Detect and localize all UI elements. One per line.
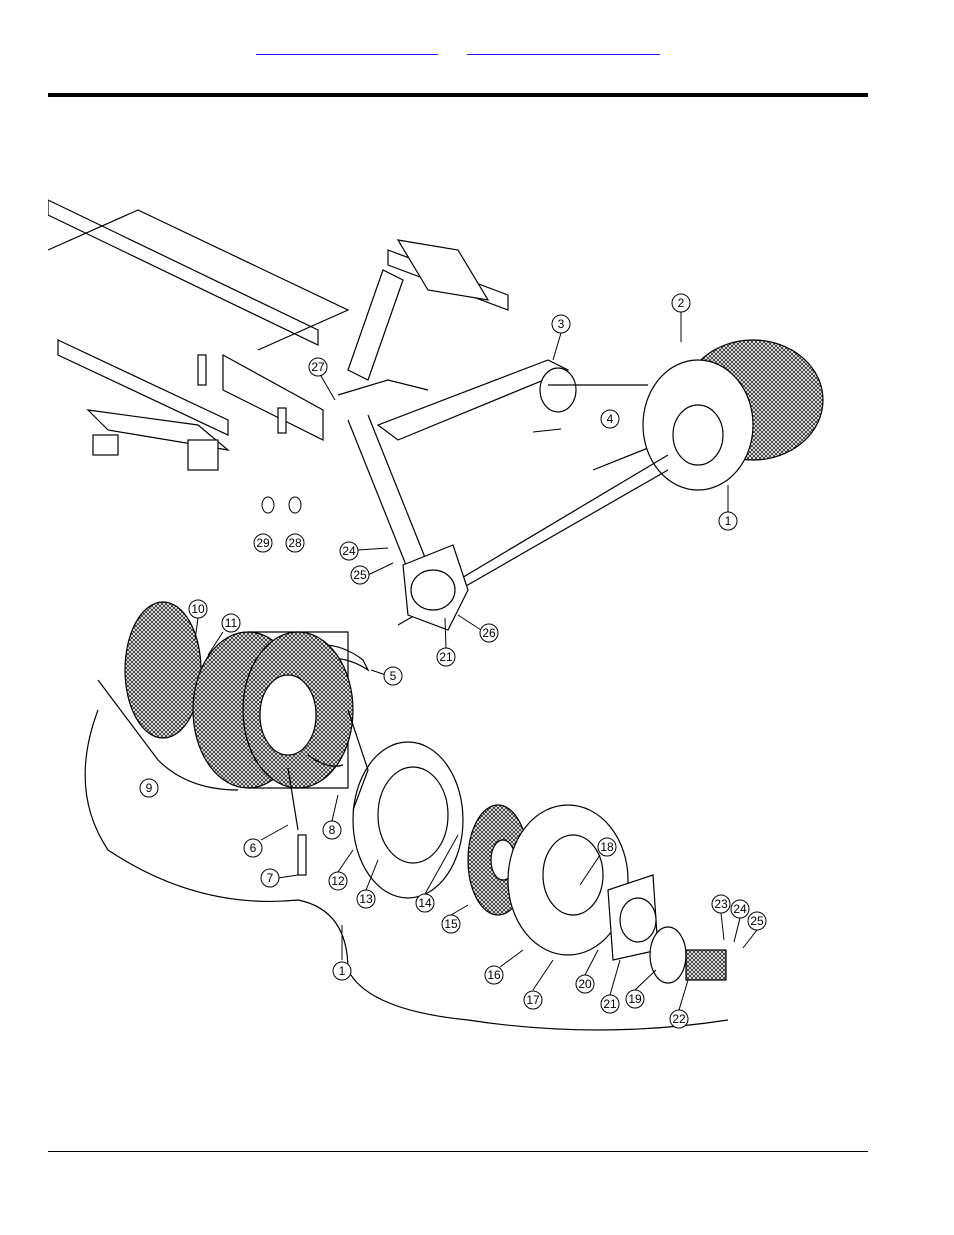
svg-text:4: 4 bbox=[607, 412, 614, 426]
callout-26: 26 bbox=[458, 615, 498, 642]
callout-2: 2 bbox=[672, 294, 690, 342]
callout-28: 28 bbox=[286, 497, 304, 552]
svg-text:26: 26 bbox=[482, 626, 496, 640]
callout-20: 20 bbox=[576, 950, 598, 993]
header-rule bbox=[48, 93, 868, 97]
callout-3: 3 bbox=[552, 315, 570, 360]
header-link-2[interactable] bbox=[467, 40, 660, 55]
callout-23: 23 bbox=[712, 895, 730, 940]
svg-text:1: 1 bbox=[339, 964, 346, 978]
svg-text:29: 29 bbox=[256, 536, 270, 550]
drawing-linework bbox=[48, 200, 823, 1030]
callout-27: 27 bbox=[309, 358, 335, 400]
svg-text:25: 25 bbox=[750, 914, 764, 928]
svg-text:24: 24 bbox=[733, 902, 747, 916]
svg-text:10: 10 bbox=[191, 602, 205, 616]
callout-4: 4 bbox=[533, 410, 619, 432]
blower-assembly-exploded bbox=[85, 602, 728, 1030]
callout-6: 6 bbox=[244, 825, 288, 857]
parts-diagram: 1 2 3 4 24 25 26 21 27 28 29 10 11 5 9 6… bbox=[48, 170, 828, 1046]
svg-text:20: 20 bbox=[578, 977, 592, 991]
svg-text:13: 13 bbox=[359, 892, 373, 906]
callout-19: 19 bbox=[626, 970, 656, 1008]
svg-text:17: 17 bbox=[526, 993, 540, 1007]
callout-12: 12 bbox=[329, 850, 353, 890]
svg-text:16: 16 bbox=[487, 968, 501, 982]
callout-8: 8 bbox=[323, 795, 341, 839]
svg-text:25: 25 bbox=[353, 568, 367, 582]
svg-text:8: 8 bbox=[329, 823, 336, 837]
callout-5: 5 bbox=[371, 667, 402, 685]
svg-text:7: 7 bbox=[267, 871, 274, 885]
svg-text:12: 12 bbox=[331, 874, 345, 888]
callout-9: 9 bbox=[140, 779, 158, 797]
svg-text:15: 15 bbox=[444, 917, 458, 931]
callout-24-upper: 24 bbox=[340, 542, 388, 560]
header-link-1[interactable] bbox=[256, 40, 438, 55]
callout-7: 7 bbox=[261, 869, 298, 887]
svg-text:9: 9 bbox=[146, 781, 153, 795]
svg-text:28: 28 bbox=[288, 536, 302, 550]
svg-text:21: 21 bbox=[439, 650, 453, 664]
svg-text:2: 2 bbox=[678, 296, 685, 310]
svg-text:21: 21 bbox=[603, 997, 617, 1011]
callout-1-lower: 1 bbox=[333, 925, 351, 980]
callout-15: 15 bbox=[442, 905, 468, 933]
callout-24-lower: 24 bbox=[731, 900, 749, 942]
callout-29: 29 bbox=[254, 497, 274, 552]
svg-text:27: 27 bbox=[311, 360, 325, 374]
footer-rule bbox=[48, 1151, 868, 1152]
svg-text:22: 22 bbox=[672, 1012, 686, 1026]
svg-text:18: 18 bbox=[600, 840, 614, 854]
callout-21-lower: 21 bbox=[601, 960, 620, 1013]
callout-17: 17 bbox=[524, 960, 553, 1009]
frame-drawing bbox=[48, 200, 508, 470]
callout-1-upper: 1 bbox=[719, 485, 737, 530]
svg-text:23: 23 bbox=[714, 897, 728, 911]
callout-16: 16 bbox=[485, 950, 523, 984]
svg-text:5: 5 bbox=[390, 669, 397, 683]
header-links bbox=[0, 40, 954, 60]
svg-text:19: 19 bbox=[628, 992, 642, 1006]
svg-text:24: 24 bbox=[342, 544, 356, 558]
svg-text:1: 1 bbox=[725, 514, 732, 528]
callout-22: 22 bbox=[670, 980, 688, 1028]
svg-text:6: 6 bbox=[250, 841, 257, 855]
blower-assembly-upper bbox=[348, 340, 823, 630]
callout-25-upper: 25 bbox=[351, 563, 393, 584]
svg-text:14: 14 bbox=[418, 896, 432, 910]
svg-text:11: 11 bbox=[225, 616, 238, 630]
callout-25-lower: 25 bbox=[743, 912, 766, 948]
svg-text:3: 3 bbox=[558, 317, 565, 331]
